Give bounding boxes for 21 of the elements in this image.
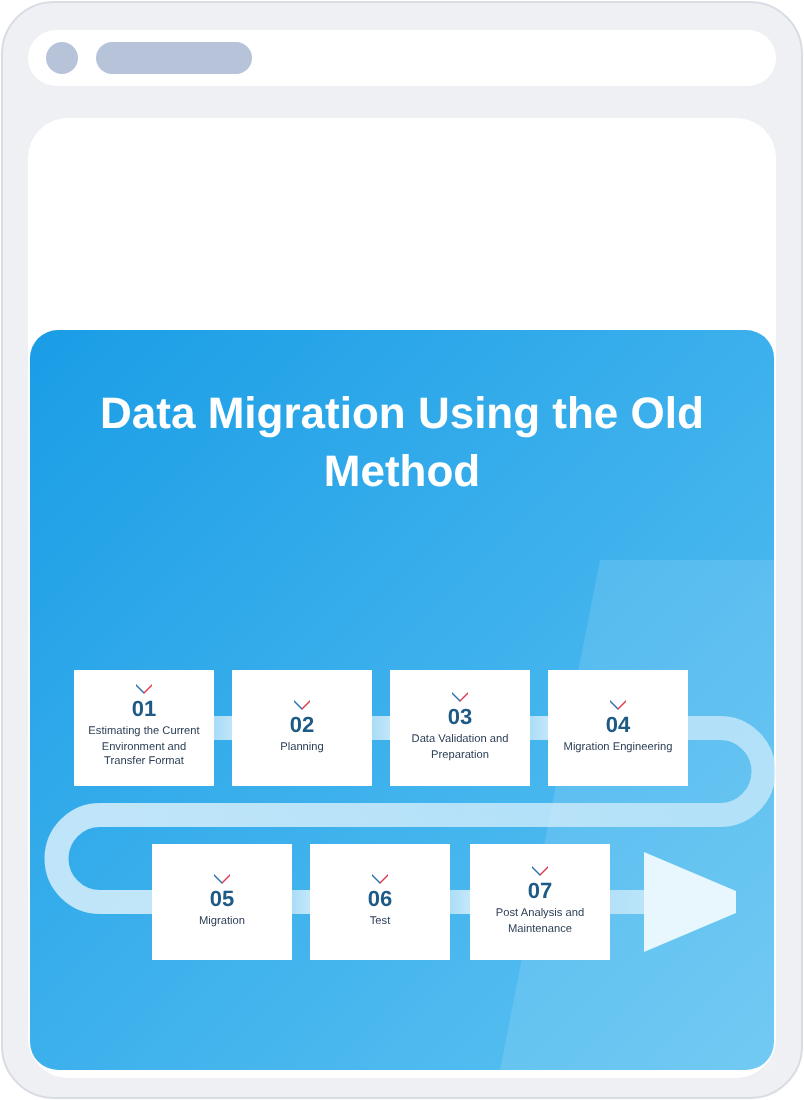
step-number: 05 xyxy=(209,887,235,912)
step-number: 01 xyxy=(131,698,157,723)
connector-band xyxy=(372,716,390,740)
step-card xyxy=(152,844,292,960)
step-card xyxy=(232,670,372,786)
connector-band xyxy=(214,716,232,740)
connector-band xyxy=(292,890,310,914)
step-card xyxy=(548,670,688,786)
step-number: 07 xyxy=(527,879,553,904)
connector-band xyxy=(44,716,776,914)
step-number: 04 xyxy=(605,713,631,738)
title: Data Migration Using the Old Method xyxy=(98,386,706,500)
step-card xyxy=(74,670,214,786)
step-number: 06 xyxy=(367,887,393,912)
step-number: 02 xyxy=(289,713,315,738)
connector-band xyxy=(450,890,470,914)
step-card xyxy=(470,844,610,960)
connector-band xyxy=(530,716,548,740)
step-card xyxy=(390,670,530,786)
step-number: 03 xyxy=(447,705,473,730)
step-card xyxy=(310,844,450,960)
